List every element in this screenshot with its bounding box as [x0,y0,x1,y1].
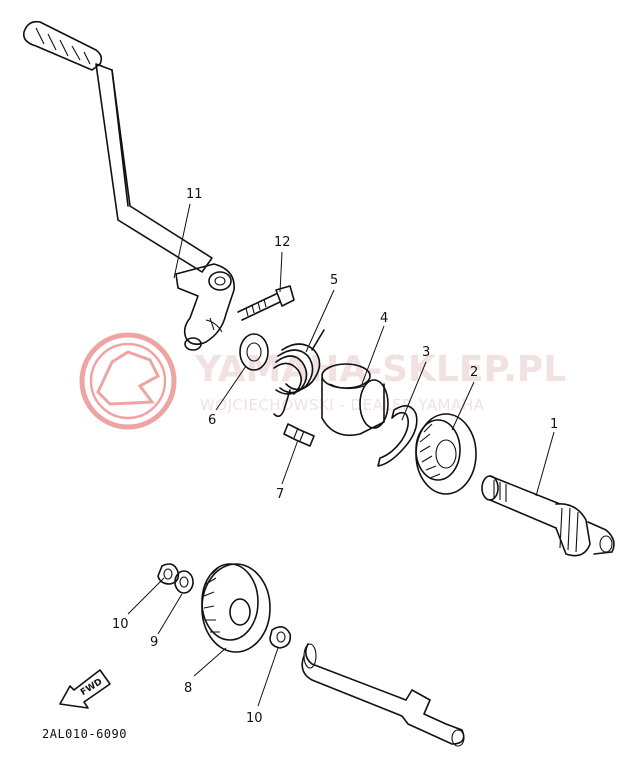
callout-2: 2 [470,365,478,380]
callout-3: 3 [422,345,430,360]
callouts: 11 12 5 4 3 2 1 6 7 10 9 8 10 [112,187,558,726]
idler-shaft-part [301,643,465,747]
kick-lever-part [22,20,235,351]
washer-part [239,333,269,371]
callout-12: 12 [274,235,291,250]
circlip-part [377,405,418,467]
fwd-label: FWD [79,677,104,698]
bolt-part [237,285,295,321]
callout-10-upper: 10 [112,617,129,632]
fwd-arrow: FWD [59,669,111,709]
callout-8: 8 [184,681,192,696]
callout-9: 9 [150,635,158,650]
torsion-spring-part [273,329,325,418]
callout-11: 11 [186,187,203,202]
pin-part [283,423,315,447]
leader-lines [127,203,555,707]
collar-part [321,363,389,437]
circlip-lower-part [269,626,292,649]
washer-small-part [174,570,194,594]
callout-1: 1 [550,417,558,432]
callout-5: 5 [330,273,338,288]
ratchet-wheel-part [415,413,477,495]
kick-shaft-part [481,475,615,557]
watermark-logo [79,332,177,430]
callout-6: 6 [208,413,216,428]
callout-4: 4 [380,311,388,326]
diagram-code: 2AL010-6090 [42,727,127,741]
idler-gear-part [201,563,271,653]
watermark-sub-text: WOJCIECHOWSKI - DEALER YAMAHA [200,396,485,414]
callout-7: 7 [276,487,284,502]
callout-10-lower: 10 [246,711,263,726]
